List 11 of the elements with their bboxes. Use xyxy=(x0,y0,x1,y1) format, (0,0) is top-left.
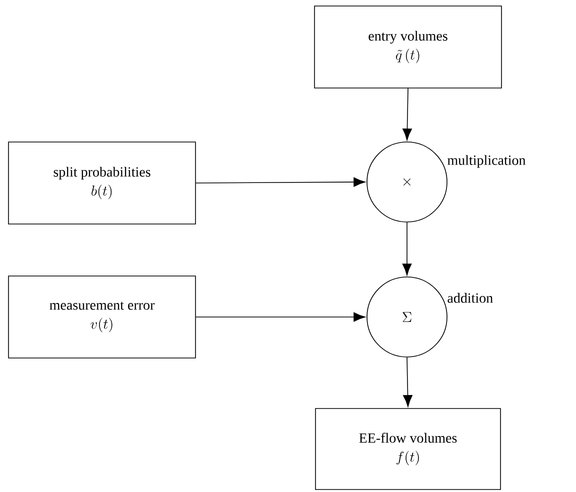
process-box: measurement error $v(t)$ xyxy=(8,276,196,358)
operation-label: multiplication xyxy=(448,155,526,168)
arrow xyxy=(403,357,412,407)
arrow xyxy=(196,312,366,322)
process-box: EE-flow volumes $f(t)$ xyxy=(315,408,501,490)
arrow xyxy=(196,177,366,187)
arrow xyxy=(402,88,412,140)
arrow xyxy=(402,222,412,276)
process-box: split probabilities $b(t)$ xyxy=(8,142,196,224)
operation-label: addition xyxy=(448,292,493,303)
process-box: entry volumes $\tilde{q}\,(t)$ xyxy=(314,6,502,88)
